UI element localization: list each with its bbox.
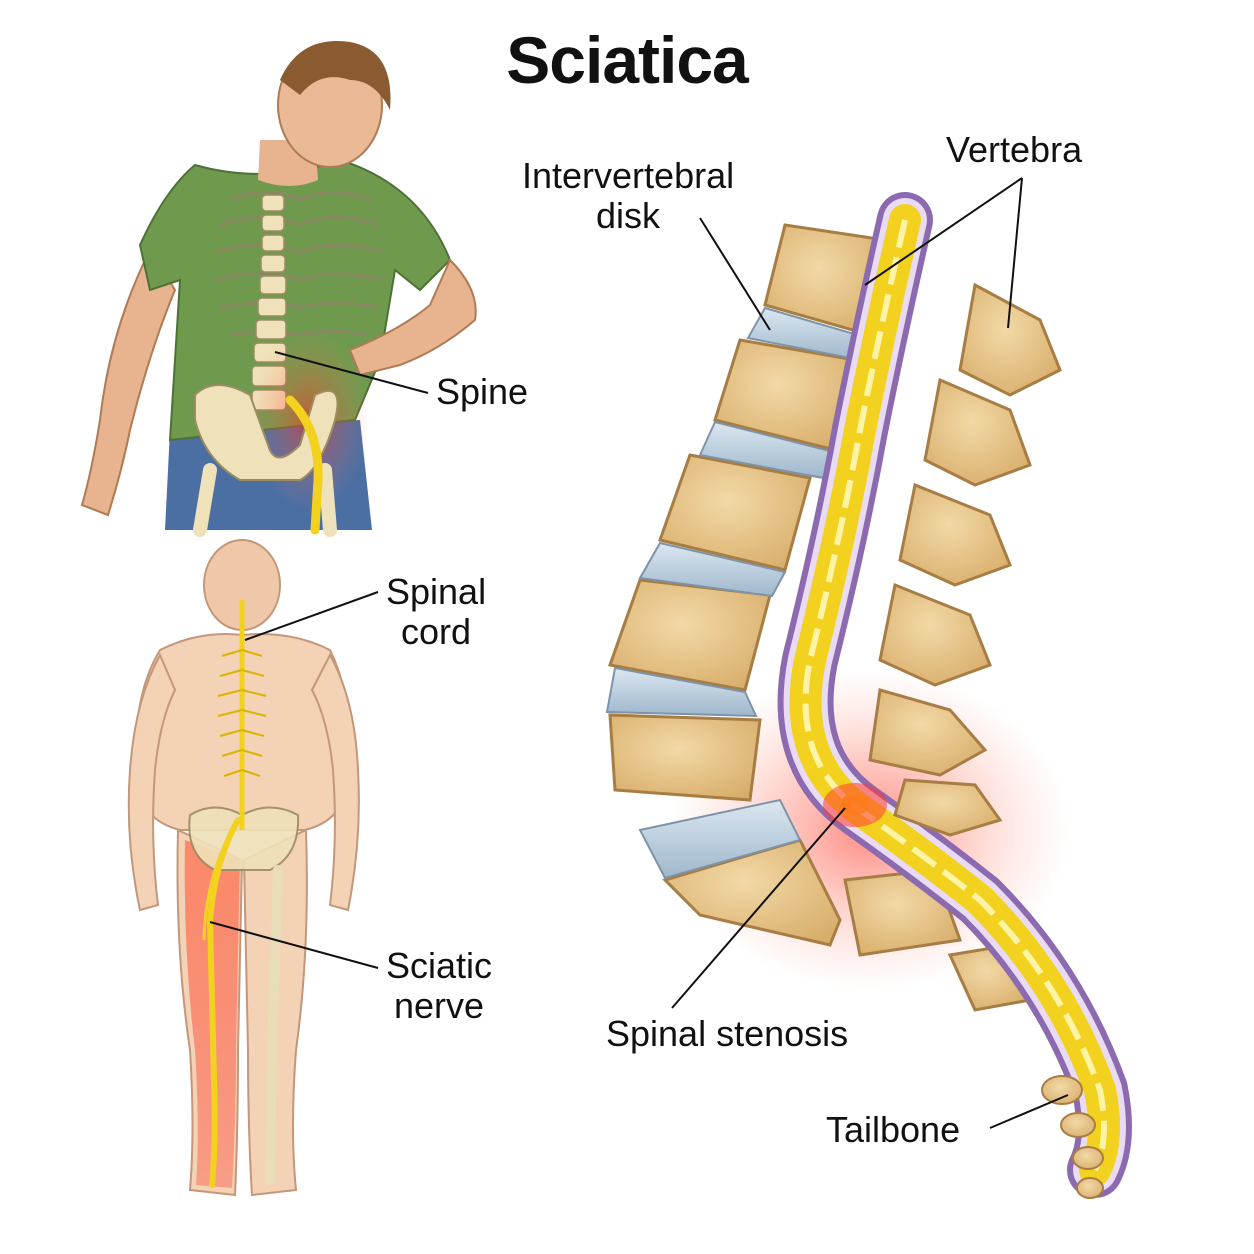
- intervertebral-disks: [605, 306, 870, 880]
- vertebral-bodies: [608, 223, 1033, 1012]
- label-vertebra-text: Vertebra: [946, 129, 1083, 170]
- back-view-body: [127, 539, 360, 1197]
- vertebra-leader-2: [1007, 177, 1023, 329]
- label-spinal-cord-line2: cord: [401, 611, 472, 652]
- tailbone-leader: [989, 1094, 1069, 1129]
- label-spine-text: Spine: [436, 371, 529, 412]
- leader-lines: [209, 177, 1069, 1129]
- label-spinal-cord-line1: Spinal: [386, 571, 487, 612]
- label-spinal-stenosis-text: Spinal stenosis: [606, 1013, 849, 1054]
- label-disk-line1: Intervertebral: [522, 155, 735, 196]
- spinal-cord-leader: [244, 591, 379, 641]
- spinous-processes: [868, 282, 1062, 837]
- tailbone-segments: [1041, 1075, 1104, 1199]
- sciatic-nerve-leader: [209, 921, 379, 969]
- stenosis-leader: [671, 807, 846, 1009]
- vertebra-leader-1: [864, 177, 1023, 286]
- spine-leader: [274, 351, 429, 394]
- label-spinal-stenosis: Spinal stenosis: [606, 1014, 848, 1054]
- man-holding-back-figure: [80, 41, 477, 537]
- disk-leader: [699, 217, 771, 331]
- label-spine: Spine: [436, 372, 528, 412]
- label-spinal-cord: Spinal cord: [386, 572, 486, 652]
- label-disk-line2: disk: [596, 195, 661, 236]
- label-intervertebral-disk: Intervertebral disk: [522, 156, 734, 236]
- label-tailbone: Tailbone: [826, 1110, 960, 1150]
- spine-cross-section: [605, 192, 1132, 1199]
- label-sciatic-nerve-line1: Sciatic: [386, 945, 493, 986]
- label-tailbone-text: Tailbone: [826, 1109, 961, 1150]
- label-sciatic-nerve-line2: nerve: [393, 985, 485, 1026]
- diagram-title: Sciatica: [506, 23, 749, 97]
- label-vertebra: Vertebra: [946, 130, 1082, 170]
- label-sciatic-nerve: Sciatic nerve: [386, 946, 492, 1026]
